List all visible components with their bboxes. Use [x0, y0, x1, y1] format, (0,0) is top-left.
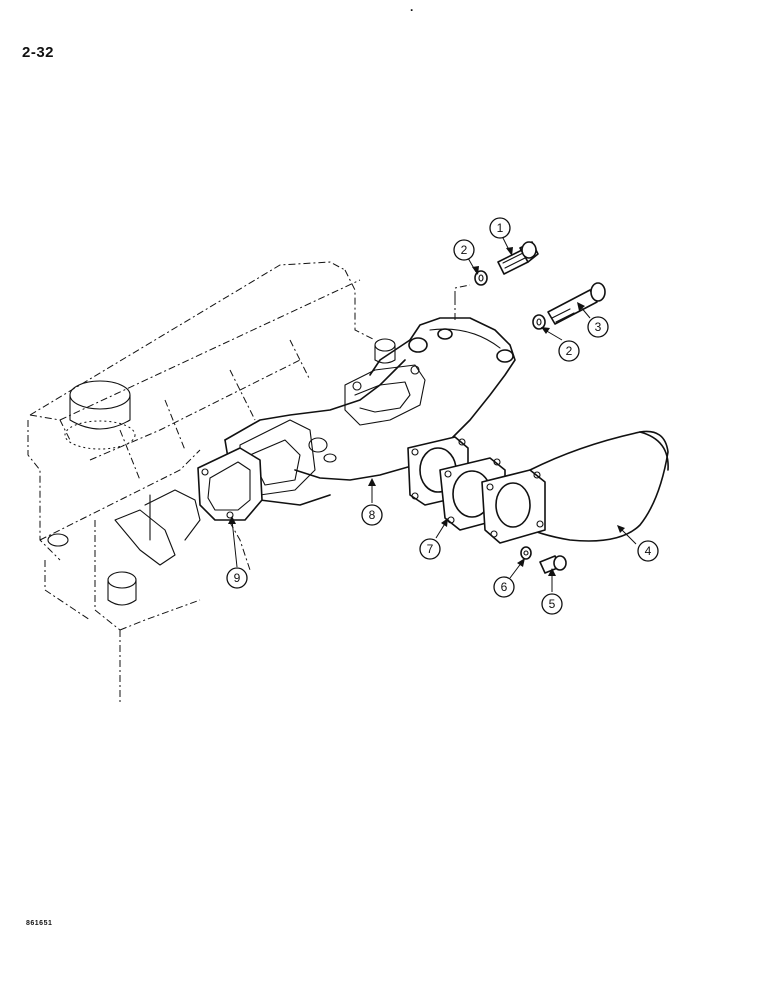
page-number: 2-32	[22, 44, 55, 61]
callout-3: 3	[587, 316, 609, 338]
svg-text:3: 3	[595, 320, 602, 334]
svg-text:6: 6	[501, 580, 508, 594]
bolt-long	[547, 282, 606, 325]
svg-text:4: 4	[645, 544, 652, 558]
figure-code: 861651	[26, 920, 53, 927]
top-mark: .	[410, 0, 414, 14]
washer	[532, 314, 546, 330]
oil-filler-cap	[64, 380, 136, 450]
callout-8: 8	[361, 504, 383, 526]
engine-block-outline	[27, 261, 376, 705]
svg-text:2: 2	[461, 243, 468, 257]
exhaust-elbow	[481, 430, 669, 544]
svg-text:9: 9	[234, 571, 241, 585]
leader-lines	[228, 235, 637, 592]
callout-2-upper: 2	[453, 239, 475, 261]
svg-text:5: 5	[549, 597, 556, 611]
callout-4: 4	[637, 540, 659, 562]
manifold-gasket	[197, 447, 263, 521]
svg-text:2: 2	[566, 344, 573, 358]
callout-6: 6	[493, 576, 515, 598]
alignment-line	[454, 284, 471, 298]
callout-1: 1	[489, 217, 511, 239]
svg-text:8: 8	[369, 508, 376, 522]
block-ports	[47, 338, 396, 606]
bolt-short	[539, 555, 567, 574]
bolt-long	[497, 241, 539, 275]
callout-9: 9	[226, 567, 248, 589]
washer	[520, 546, 532, 560]
callout-7: 7	[419, 538, 441, 560]
svg-text:1: 1	[497, 221, 504, 235]
callout-5: 5	[541, 593, 563, 615]
callout-2-lower: 2	[558, 340, 580, 362]
svg-text:7: 7	[427, 542, 434, 556]
